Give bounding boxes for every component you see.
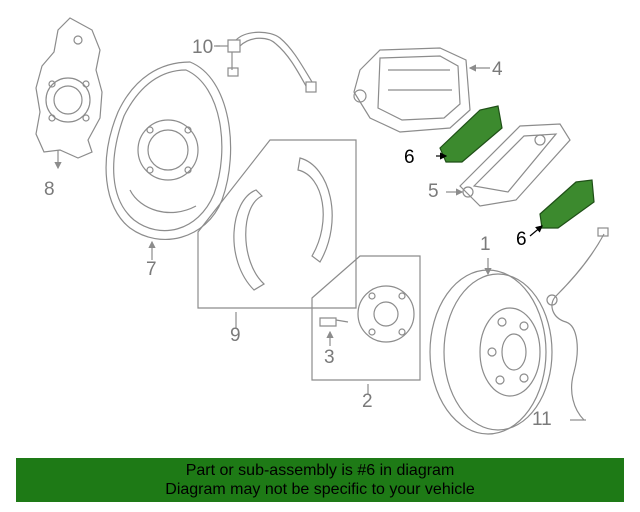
bracket-part-5 [446, 123, 571, 207]
parking-shoe-part-9 [197, 139, 357, 328]
banner-line-2: Diagram may not be specific to your vehi… [165, 481, 475, 498]
backing-plate-part-7 [105, 61, 232, 260]
callout-8: 8 [44, 179, 55, 200]
callout-9: 9 [230, 325, 241, 346]
hub-part-2 [311, 255, 421, 394]
callout-7: 7 [146, 259, 157, 280]
callout-2: 2 [362, 391, 373, 412]
callout-10: 10 [192, 37, 214, 58]
brake-assembly-diagram [35, 17, 609, 435]
rotor-part-1 [429, 258, 553, 435]
brake-pads-part-6 [439, 105, 595, 229]
callout-3: 3 [324, 347, 335, 368]
knuckle-part-8 [35, 17, 103, 170]
banner-line-1: Part or sub-assembly is #6 in diagram [185, 462, 455, 479]
callout-6-upper: 6 [404, 147, 415, 168]
callout-11: 11 [532, 409, 552, 430]
abs-wire-part-11 [546, 227, 609, 421]
callout-4: 4 [492, 59, 503, 80]
part-info-banner: Part or sub-assembly is #6 in diagram Di… [16, 458, 624, 502]
callout-5: 5 [428, 181, 439, 202]
callout-6-lower: 6 [516, 229, 527, 250]
callout-1: 1 [480, 234, 491, 255]
stud-part-3 [319, 317, 349, 346]
sensor-cable-part-10 [216, 31, 317, 93]
caliper-part-4 [353, 47, 490, 133]
